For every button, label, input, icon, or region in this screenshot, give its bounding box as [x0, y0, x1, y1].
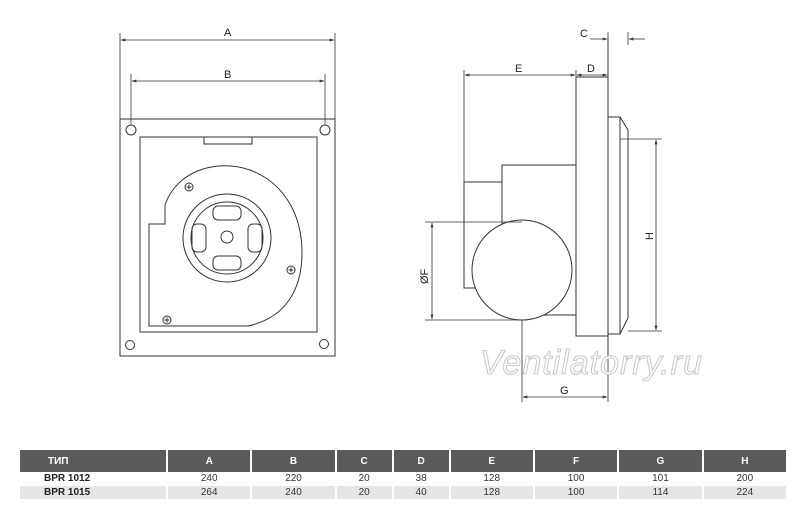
table-cell: 128 [450, 472, 533, 486]
table-cell: 240 [168, 472, 251, 486]
table-cell: 101 [619, 472, 702, 486]
watermark: Ventilatorry.ru [480, 344, 703, 382]
table-cell: BPR 1012 [20, 472, 166, 486]
dimension-f-label: ØF [419, 268, 431, 284]
impeller-ring-inner [190, 201, 264, 275]
table-cell: BPR 1015 [20, 486, 166, 500]
table-cell: 38 [393, 472, 449, 486]
column-header: A [168, 450, 251, 472]
screw-icon [286, 265, 296, 275]
dimension-e-label: E [515, 63, 522, 75]
spec-table: ТИП A B C D E F G H BPR 1012 240 220 20 … [18, 450, 788, 500]
table-cell: 224 [703, 486, 786, 500]
mount-hole-top-right [319, 124, 331, 136]
side-front-plate [607, 38, 629, 355]
dimension-g-label: G [560, 385, 569, 397]
dimension-e [463, 70, 577, 182]
screw-icon [184, 182, 194, 192]
dimension-b-label: B [224, 69, 231, 81]
column-header: B [252, 450, 335, 472]
impeller-slot-right [247, 223, 263, 253]
scroll-housing [148, 165, 303, 327]
dimension-b [130, 74, 326, 124]
table-row: BPR 1012 240 220 20 38 128 100 101 200 [20, 472, 786, 486]
mount-hole-bottom-right [319, 339, 329, 349]
table-row: BPR 1015 264 240 20 40 128 100 114 224 [20, 486, 786, 500]
dimension-a [119, 33, 336, 119]
technical-drawing: A B C E D ØF H [119, 27, 703, 402]
dimension-c-label: C [580, 28, 588, 40]
table-cell: 114 [619, 486, 702, 500]
impeller-ring-outer [182, 193, 272, 283]
mount-hole-bottom-left [125, 340, 135, 350]
impeller-slot-bottom [212, 255, 242, 271]
column-header: E [450, 450, 533, 472]
impeller-hub [220, 230, 234, 244]
column-header: C [336, 450, 392, 472]
table-cell: 220 [252, 472, 335, 486]
front-top-tab [203, 136, 253, 145]
front-plate [119, 118, 336, 357]
dimension-c [590, 32, 645, 45]
table-cell: 128 [450, 486, 533, 500]
table-cell: 20 [336, 472, 392, 486]
side-view [463, 38, 629, 355]
dimension-d-label: D [587, 63, 595, 75]
table-cell: 200 [703, 472, 786, 486]
table-cell: 40 [393, 486, 449, 500]
dimension-g [521, 320, 609, 402]
table-header-row: ТИП A B C D E F G H [20, 450, 786, 472]
dimension-a-label: A [224, 27, 232, 39]
side-motor [471, 219, 573, 321]
column-header: D [393, 450, 449, 472]
side-housing [575, 76, 609, 337]
column-header: H [703, 450, 786, 472]
dimension-f [425, 221, 522, 321]
table-cell: 20 [336, 486, 392, 500]
table-cell: 100 [534, 486, 618, 500]
mount-hole-top-left [125, 124, 137, 136]
impeller-slot-top [212, 205, 242, 221]
table-cell: 240 [252, 486, 335, 500]
column-header: G [619, 450, 702, 472]
impeller-slot-left [191, 223, 207, 253]
screw-icon [162, 315, 172, 325]
column-header: ТИП [20, 450, 166, 472]
column-header: F [534, 450, 618, 472]
dimension-h [620, 138, 662, 332]
table-cell: 100 [534, 472, 618, 486]
table-cell: 264 [168, 486, 251, 500]
front-view [119, 118, 336, 357]
dimension-h-label: H [644, 232, 656, 240]
